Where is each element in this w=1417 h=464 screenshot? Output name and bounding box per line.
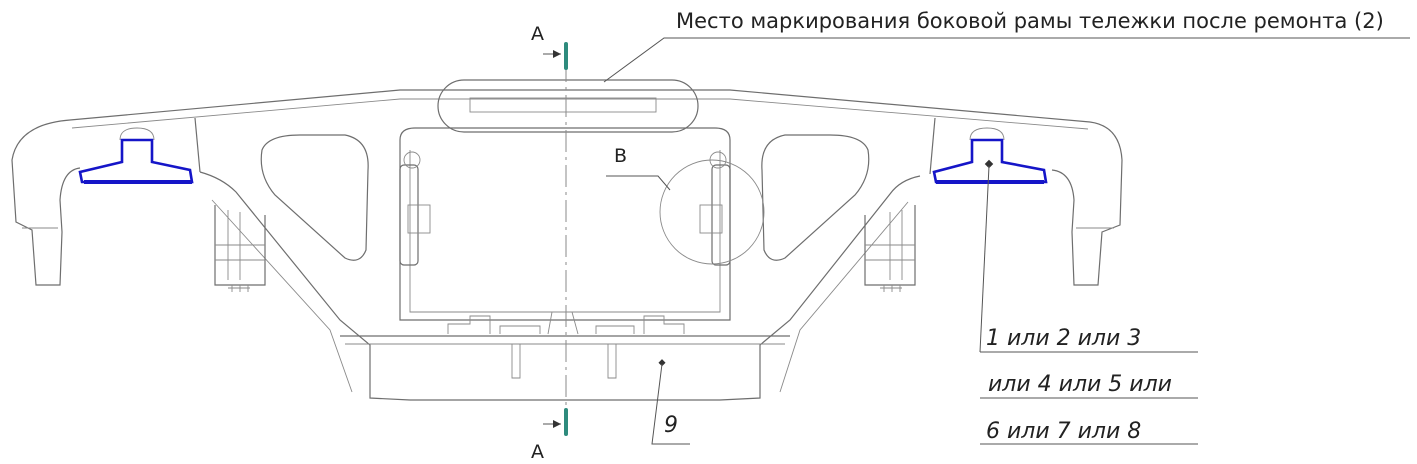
options-callout: 1 или 2 или 3 или 4 или 5 или 6 или 7 ил… [979, 159, 1198, 445]
detail-label-b: B [614, 145, 627, 167]
item-number-label: 9 [664, 413, 678, 438]
window-openings [260, 127, 870, 321]
section-mark-top: A [531, 23, 568, 70]
right-bracket-highlight [932, 127, 1048, 184]
marking-note: Место маркирования боковой рамы тележки … [603, 9, 1410, 83]
left-bracket-highlight [78, 127, 194, 184]
detail-circle-b [659, 159, 765, 265]
option-line-2: или 4 или 5 или [988, 372, 1172, 397]
section-label-bottom: A [531, 441, 544, 463]
marking-note-text: Место маркирования боковой рамы тележки … [676, 9, 1384, 33]
option-line-1: 1 или 2 или 3 [986, 326, 1141, 351]
frame-outline [11, 89, 1123, 401]
marking-area [437, 79, 699, 133]
center-details [228, 151, 902, 379]
section-mark-bottom: A [531, 408, 568, 463]
detail-b-callout: B [606, 145, 671, 191]
section-label-top: A [531, 23, 544, 45]
option-line-3: 6 или 7 или 8 [986, 419, 1141, 444]
item-9-callout: 9 [651, 359, 690, 445]
